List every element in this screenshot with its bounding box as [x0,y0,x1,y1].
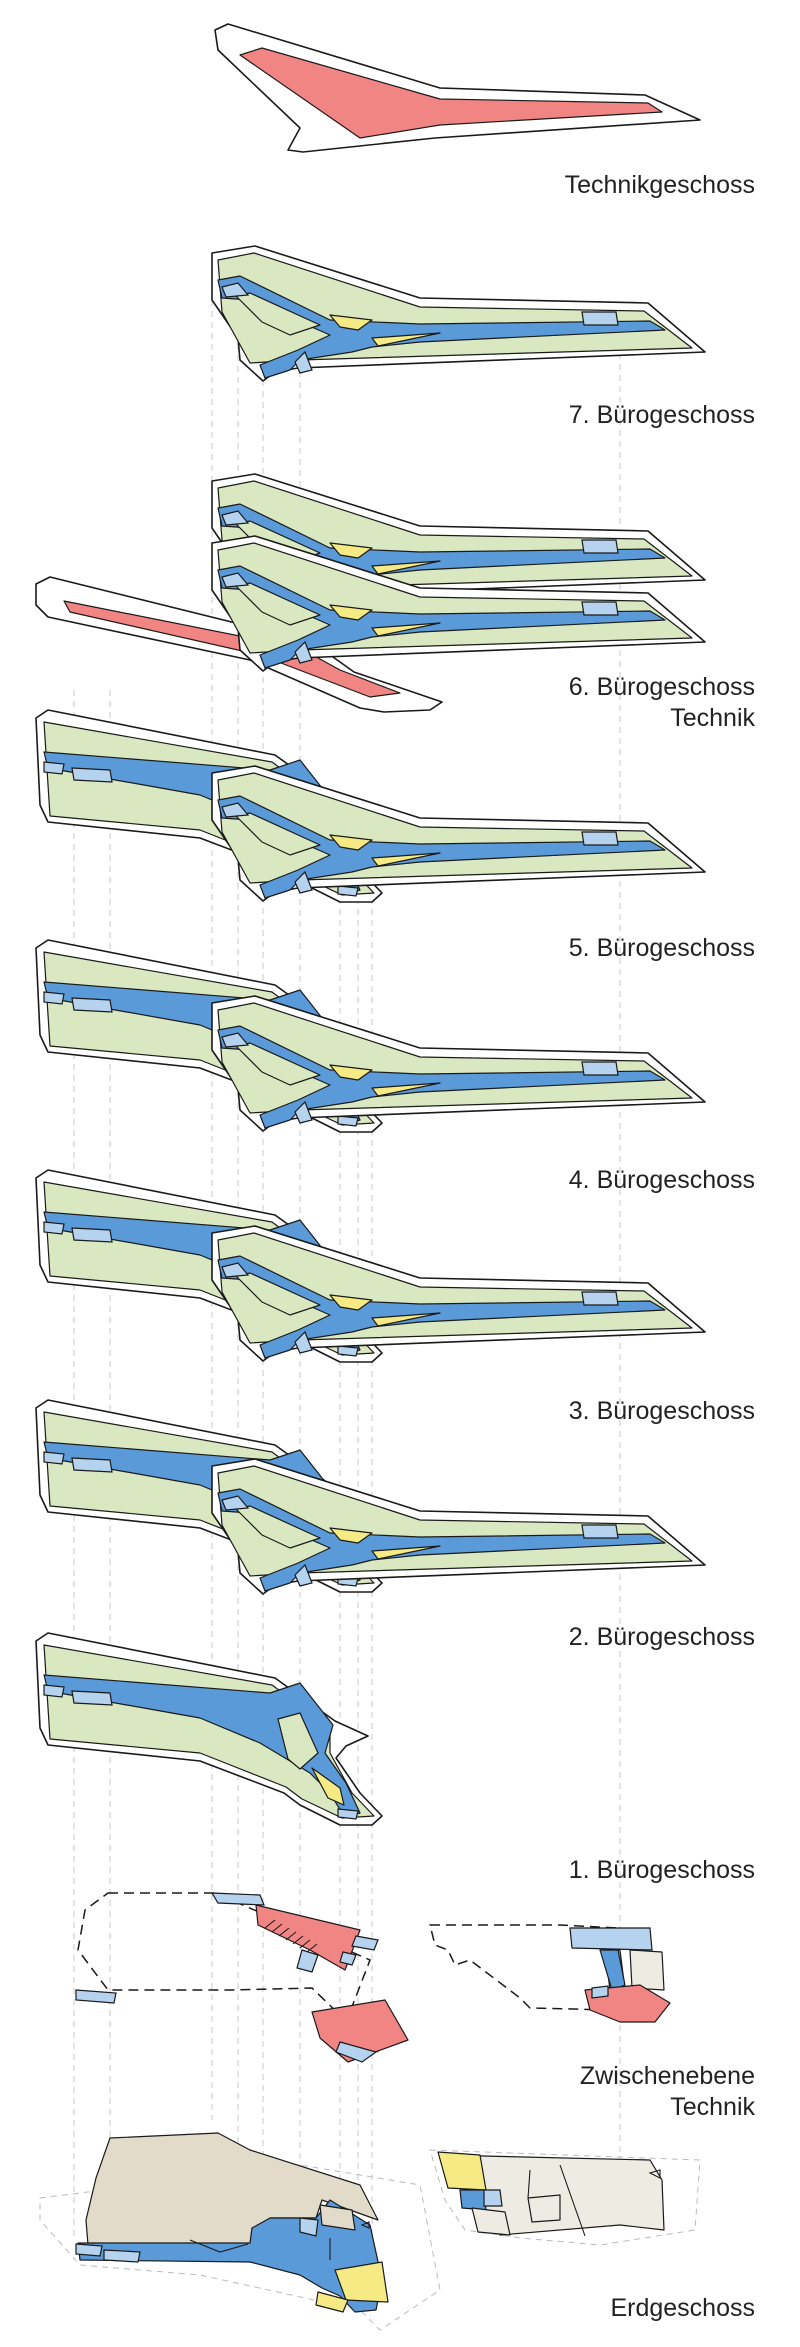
label-og4: 4. Bürogeschoss [568,1166,755,1194]
floor-technik-plan [214,23,701,153]
floor-zwischenebene-plan [75,1892,671,2063]
label-erdgeschoss: Erdgeschoss [610,2294,755,2322]
label-og3: 3. Bürogeschoss [568,1397,755,1425]
label-technikgeschoss: Technikgeschoss [564,171,755,199]
floor-og7-plan [211,245,706,382]
label-og2: 2. Bürogeschoss [568,1623,755,1651]
label-og1: 1. Bürogeschoss [568,1856,755,1884]
label-og5: 5. Bürogeschoss [568,934,755,962]
floor-erdgeschoss-plan [39,2132,701,2331]
label-og7: 7. Bürogeschoss [568,401,755,429]
